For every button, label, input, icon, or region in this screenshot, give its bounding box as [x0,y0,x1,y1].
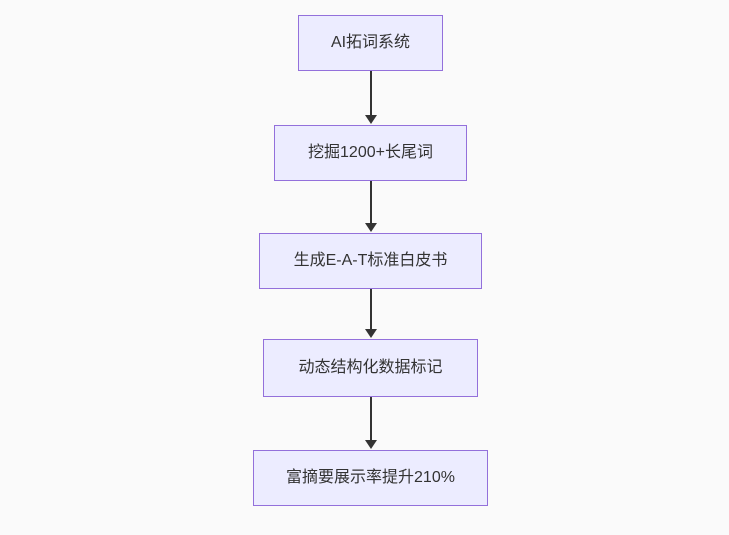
flow-arrow-4 [365,397,377,449]
arrow-line [370,181,372,223]
node-label: 富摘要展示率提升210% [286,469,455,487]
flow-arrow-2 [365,181,377,232]
node-label: 挖掘1200+长尾词 [308,144,433,162]
arrow-line [370,397,372,440]
flowchart-node-eat-whitepaper: 生成E-A-T标准白皮书 [259,233,482,289]
flow-arrow-3 [365,289,377,338]
flowchart-node-ai-keyword-system: AI拓词系统 [298,15,443,71]
node-label: 动态结构化数据标记 [298,359,443,377]
arrowhead-down-icon [365,115,377,124]
node-label: AI拓词系统 [330,34,411,52]
flow-arrow-1 [365,71,377,124]
flowchart-node-rich-snippet-rate: 富摘要展示率提升210% [253,450,488,506]
arrow-line [370,71,372,115]
arrowhead-down-icon [365,223,377,232]
arrow-line [370,289,372,329]
arrowhead-down-icon [365,329,377,338]
flowchart-node-structured-data-markup: 动态结构化数据标记 [263,339,478,397]
node-label: 生成E-A-T标准白皮书 [293,252,448,270]
flowchart-node-longtail-keywords: 挖掘1200+长尾词 [274,125,467,181]
arrowhead-down-icon [365,440,377,449]
